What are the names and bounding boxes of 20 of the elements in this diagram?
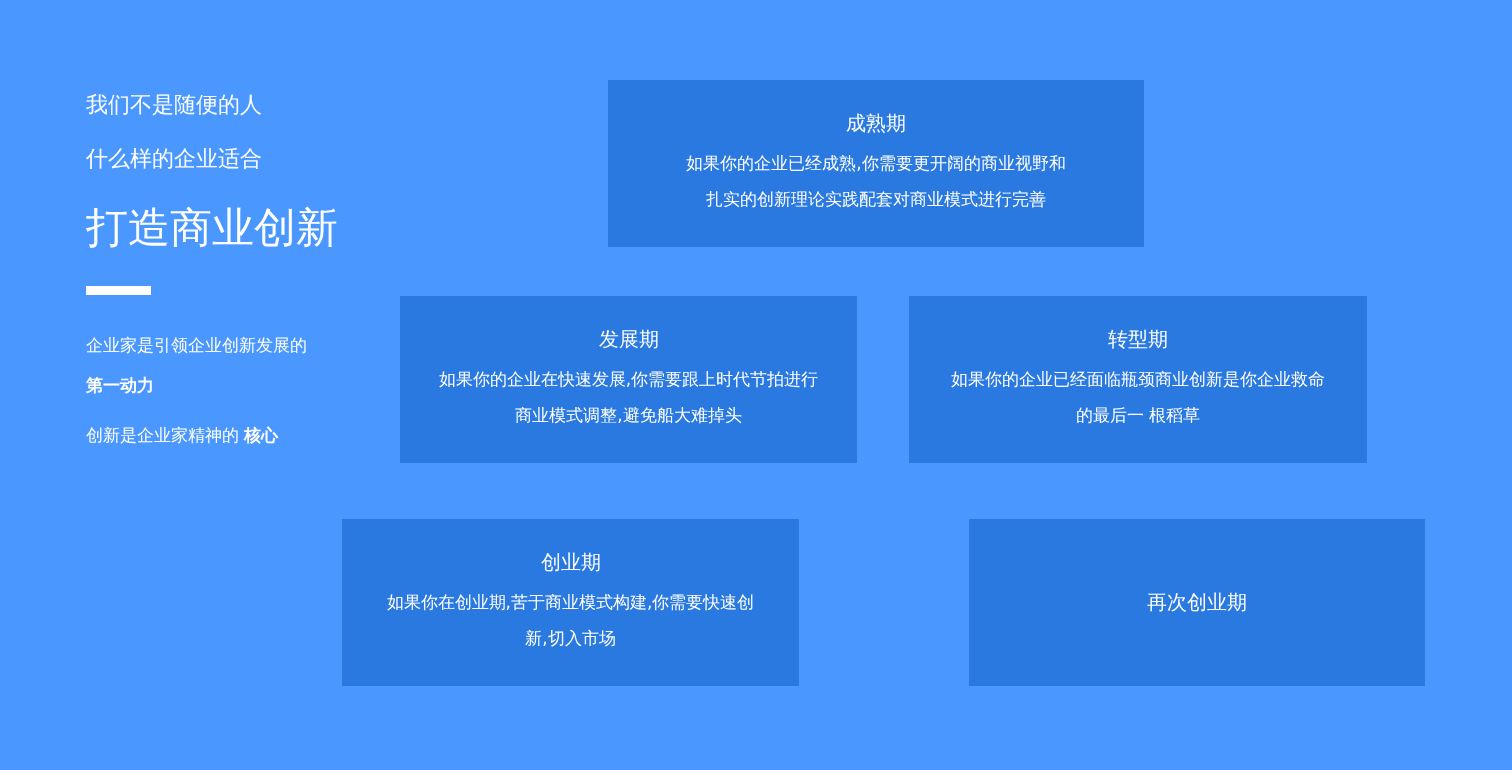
stage-title: 成熟期 <box>846 110 906 137</box>
text-line: 企业家是引领企业创新发展的 <box>86 334 307 357</box>
stage-description: 如果你的企业在快速发展,你需要跟上时代节拍进行商业模式调整,避免船大难掉头 <box>437 368 820 427</box>
stage-title: 发展期 <box>598 326 659 353</box>
stage-title: 创业期 <box>540 549 601 576</box>
stage-box <box>909 296 1367 463</box>
stage-title: 再次创业期 <box>1147 589 1247 616</box>
stage-box <box>400 296 857 463</box>
stage-description: 如果你在创业期,苦于商业模式构建,你需要快速创新,切入市场 <box>385 591 756 650</box>
stage-description: 如果你的企业已经面临瓶颈商业创新是你企业救命的最后一 根稻草 <box>950 368 1326 427</box>
text-line: 第一动力 <box>86 374 154 397</box>
text-line: 我们不是随便的人 <box>86 91 262 119</box>
heading: 打造商业创新 <box>86 202 338 254</box>
stage-box <box>342 519 799 686</box>
text-line: 创新是企业家精神的 核心 <box>86 424 279 447</box>
stage-box <box>969 519 1425 686</box>
stage-title: 转型期 <box>1108 326 1168 353</box>
stage-description: 如果你的企业已经成熟,你需要更开阔的商业视野和扎实的创新理论实践配套对商业模式进行完善 <box>685 152 1067 211</box>
text-line: 什么样的企业适合 <box>86 145 262 173</box>
stage-box <box>608 80 1144 247</box>
